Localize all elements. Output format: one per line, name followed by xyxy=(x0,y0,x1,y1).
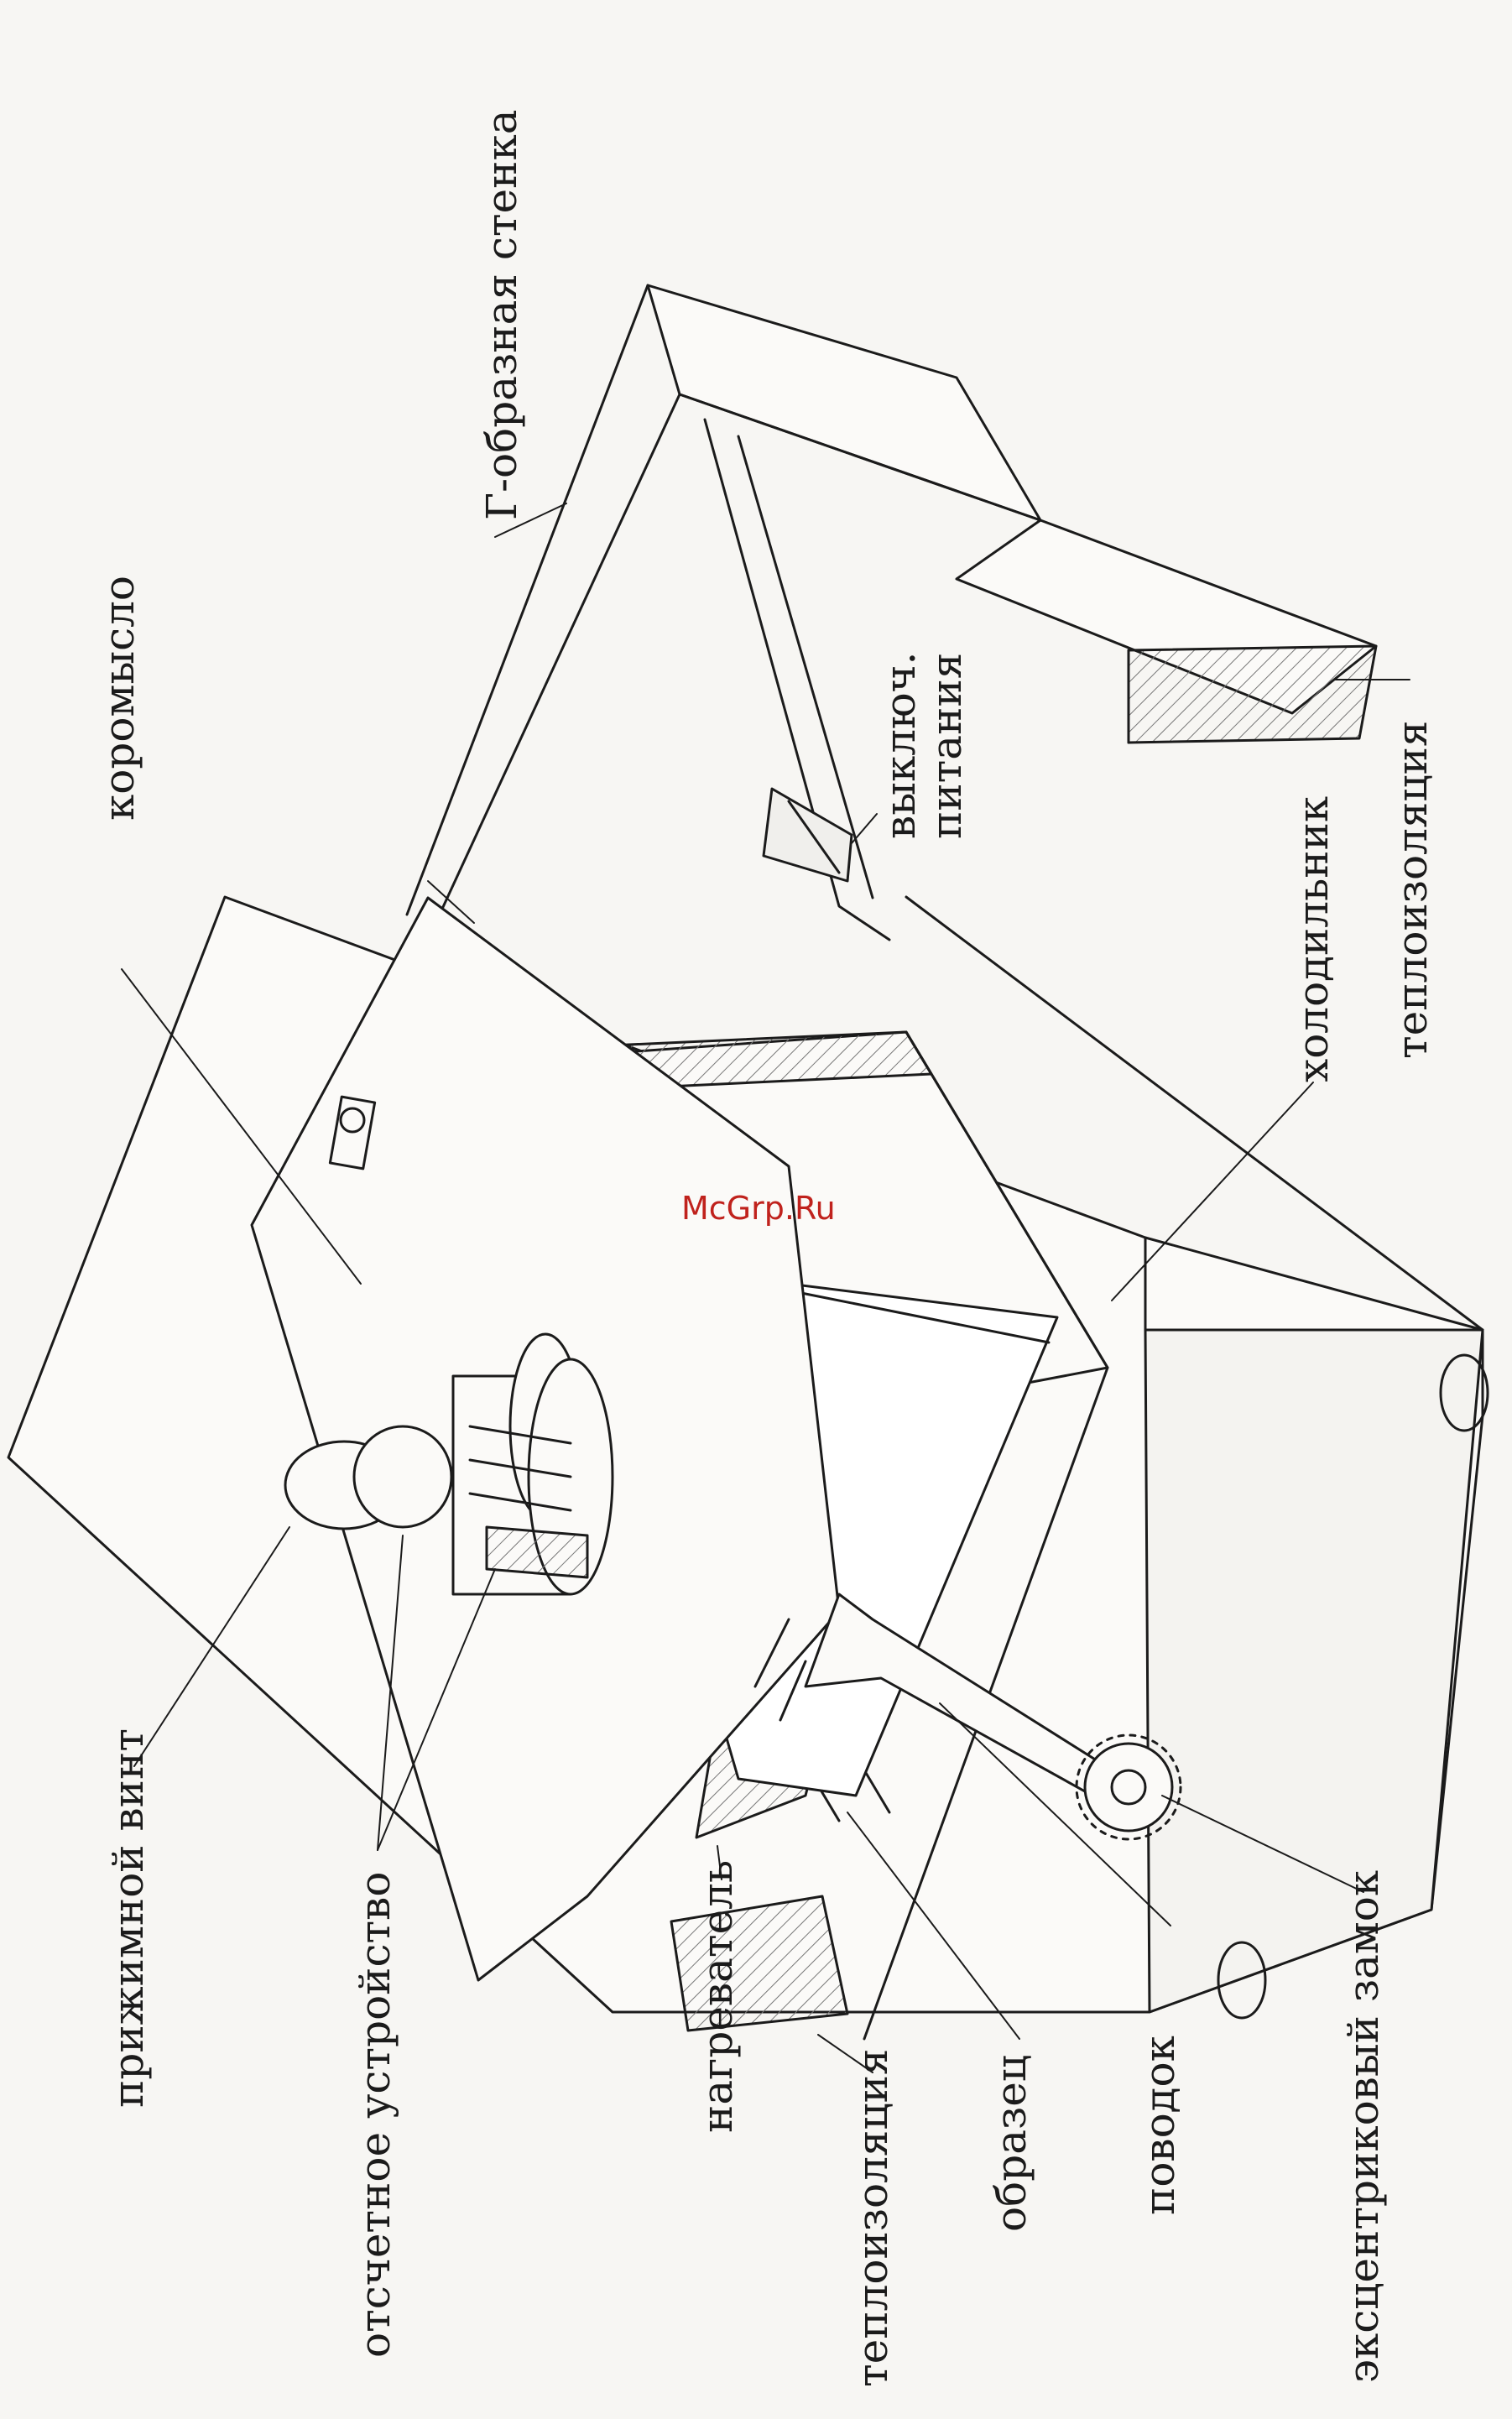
label-switch-line1: выключ. xyxy=(879,652,921,839)
label-driver: поводок xyxy=(1139,2036,1181,2215)
label-eccentric-lock: эксцентриковый замок xyxy=(1343,1870,1384,2383)
label-heater: нагреватель xyxy=(696,1860,738,2133)
eccentric-lock xyxy=(1077,1735,1181,1839)
label-g-shaped-wall: Г-образная стенка xyxy=(481,109,523,520)
label-cooler: холодильник xyxy=(1292,796,1334,1082)
label-rocker-arm: коромысло xyxy=(98,576,140,821)
label-insulation-right: теплоизоляция xyxy=(1391,721,1433,1059)
label-sample: образец xyxy=(990,2055,1032,2232)
label-insulation-bottom: теплоизоляция xyxy=(852,2049,894,2387)
label-pressure-screw: прижимной винт xyxy=(107,1728,149,2108)
watermark-text: McGrp.Ru xyxy=(681,1190,836,1227)
l-shaped-wall xyxy=(407,285,1376,940)
label-switch-line2: питания xyxy=(925,653,967,839)
label-reading-device: отсчетное устройство xyxy=(354,1872,396,2358)
power-switch xyxy=(764,789,852,881)
